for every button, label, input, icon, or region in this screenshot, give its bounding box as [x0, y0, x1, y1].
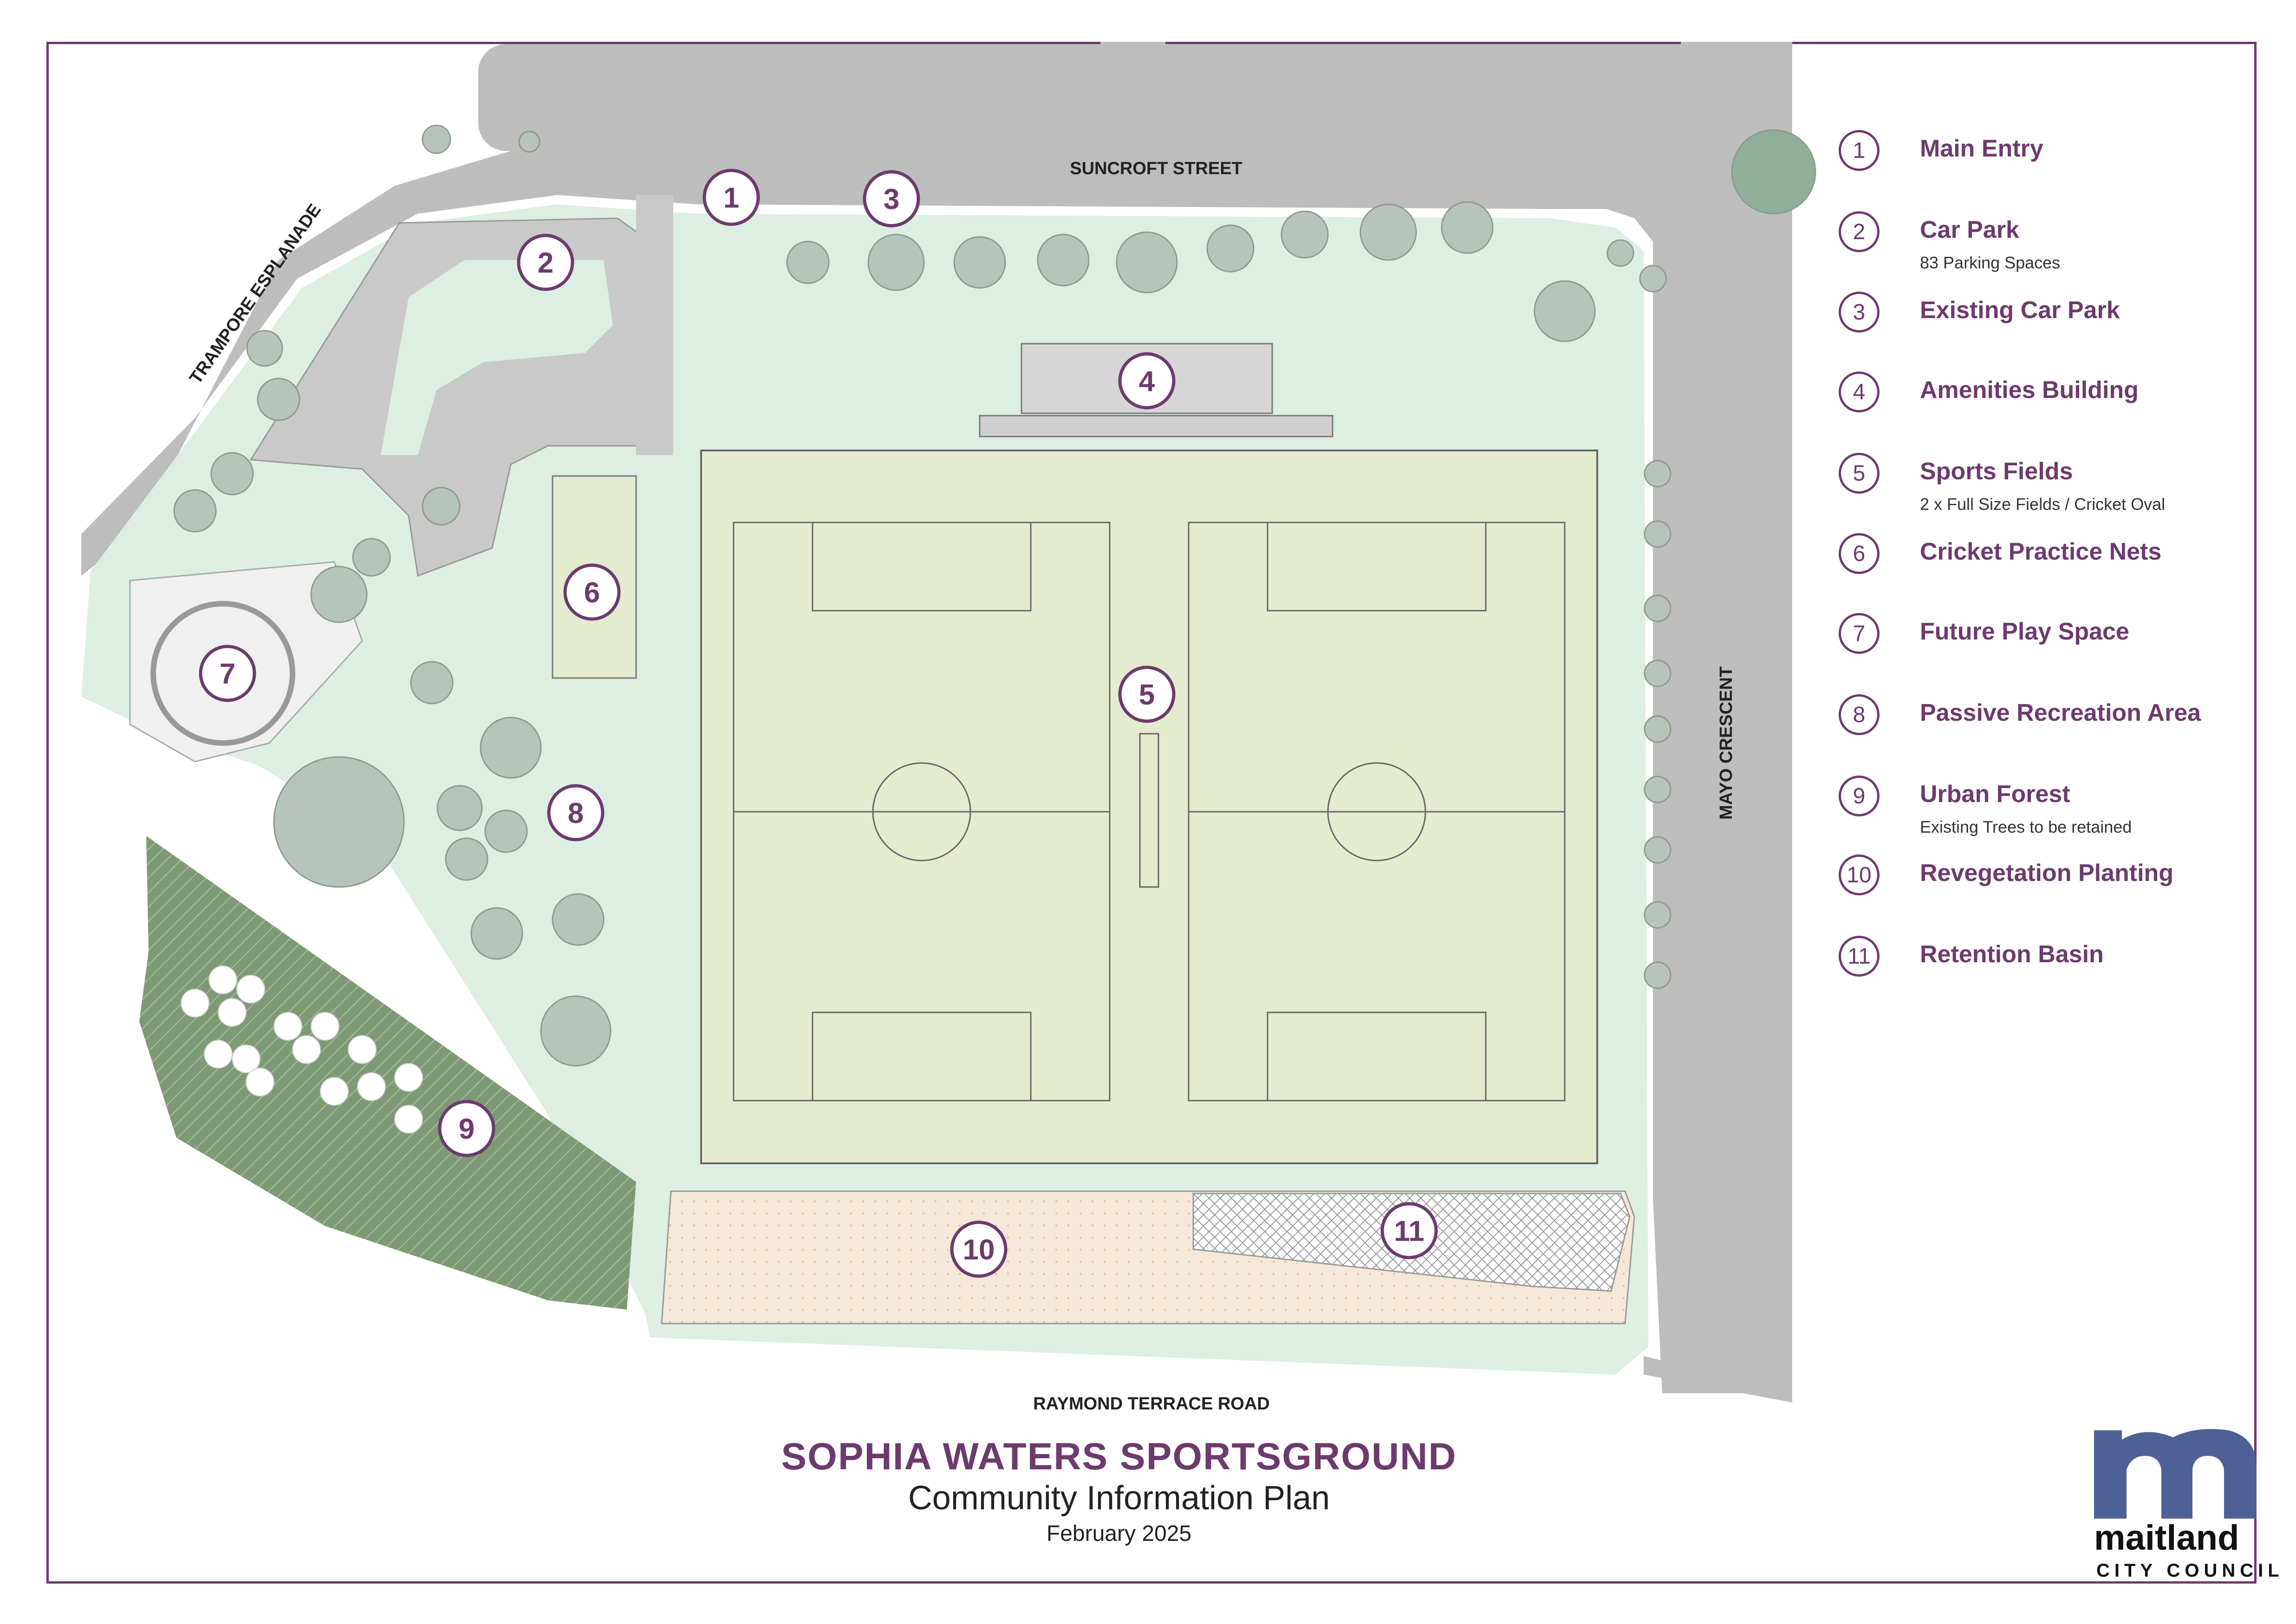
legend-number: 6	[1839, 533, 1880, 574]
legend-note: 2 x Full Size Fields / Cricket Oval	[1920, 495, 2166, 514]
legend-label: Urban Forest	[1920, 781, 2070, 808]
area-markers: 1 2 3 4 5 6 7 8 9 10 11	[199, 169, 1438, 1278]
legend-item: 4 Amenities Building	[1839, 372, 2257, 450]
street-label-east: MAYO CRESCENT	[1717, 666, 1736, 820]
map-marker	[1380, 1202, 1438, 1259]
council-logo-sub: CITY COUNCIL	[2096, 1560, 2284, 1581]
street-label-north: SUNCROFT STREET	[1070, 159, 1242, 178]
map-marker	[563, 563, 621, 621]
legend-number: 3	[1839, 292, 1880, 333]
legend-item: 11 Retention Basin	[1839, 936, 2257, 1015]
legend-note: 83 Parking Spaces	[1920, 253, 2061, 272]
legend-number: 10	[1839, 854, 1880, 895]
legend-label: Passive Recreation Area	[1920, 699, 2201, 726]
map-marker-number: 1	[723, 182, 739, 214]
legend-number: 1	[1839, 130, 1880, 171]
legend-item: 5 Sports Fields 2 x Full Size Fields / Cri…	[1839, 453, 2257, 532]
map-marker	[950, 1220, 1008, 1278]
forest-existing-trees	[181, 965, 423, 1134]
map-marker-number: 6	[584, 577, 600, 609]
map-marker	[199, 645, 256, 702]
legend-item: 6 Cricket Practice Nets	[1839, 533, 2257, 612]
street-label-south: RAYMOND TERRACE ROAD	[1033, 1394, 1270, 1414]
legend-label: Amenities Building	[1920, 377, 2139, 404]
map-marker-number: 11	[1394, 1215, 1424, 1247]
map-marker-number: 5	[1139, 679, 1155, 711]
map-marker	[863, 170, 920, 228]
legend-label: Revegetation Planting	[1920, 860, 2174, 887]
legend-number: 4	[1839, 372, 1880, 412]
legend-label: Retention Basin	[1920, 941, 2104, 968]
map-marker	[1118, 352, 1176, 410]
roads	[81, 42, 1792, 1402]
map-marker-number: 10	[963, 1234, 995, 1266]
map-marker-number: 7	[220, 658, 235, 690]
legend-item: 10 Revegetation Planting	[1839, 854, 2257, 933]
legend-label: Future Play Space	[1920, 618, 2129, 645]
map-marker	[438, 1100, 495, 1157]
legend-number: 2	[1839, 211, 1880, 252]
plan-title: SOPHIA WATERS SPORTSGROUND	[781, 1435, 1457, 1478]
legend-note: Existing Trees to be retained	[1920, 817, 2132, 836]
map-marker	[702, 169, 760, 226]
legend-item: 3 Existing Car Park	[1839, 292, 2257, 371]
legend-item: 8 Passive Recreation Area	[1839, 694, 2257, 773]
sports-fields	[700, 450, 1598, 1164]
map-marker-number: 3	[884, 183, 899, 215]
plan-date: February 2025	[1046, 1521, 1192, 1546]
council-logo-word: maitland	[2094, 1518, 2239, 1558]
plan-subtitle: Community Information Plan	[908, 1480, 1330, 1517]
map-marker-number: 2	[538, 247, 553, 279]
legend-label: Sports Fields	[1920, 458, 2073, 485]
legend-number: 8	[1839, 694, 1880, 735]
legend-label: Car Park	[1920, 216, 2019, 243]
trees	[173, 124, 1816, 1067]
map-marker	[1118, 665, 1176, 723]
legend-number: 7	[1839, 613, 1880, 654]
map-marker-number: 8	[568, 797, 584, 829]
map-marker-number: 9	[459, 1113, 475, 1145]
legend-number: 9	[1839, 776, 1880, 816]
map-marker	[547, 784, 605, 841]
map-marker	[517, 234, 574, 291]
legend-label: Main Entry	[1920, 135, 2043, 162]
legend-item: 1 Main Entry	[1839, 130, 2257, 209]
map-marker-number: 4	[1139, 365, 1155, 398]
legend-label: Cricket Practice Nets	[1920, 538, 2162, 565]
car-park	[249, 195, 673, 577]
legend-item: 7 Future Play Space	[1839, 613, 2257, 692]
legend-number: 11	[1839, 936, 1880, 977]
legend-number: 5	[1839, 453, 1880, 494]
legend-item: 2 Car Park 83 Parking Spaces	[1839, 211, 2257, 290]
urban-forest	[139, 836, 636, 1310]
legend-label: Existing Car Park	[1920, 297, 2120, 324]
council-logo-icon	[2094, 1429, 2257, 1519]
